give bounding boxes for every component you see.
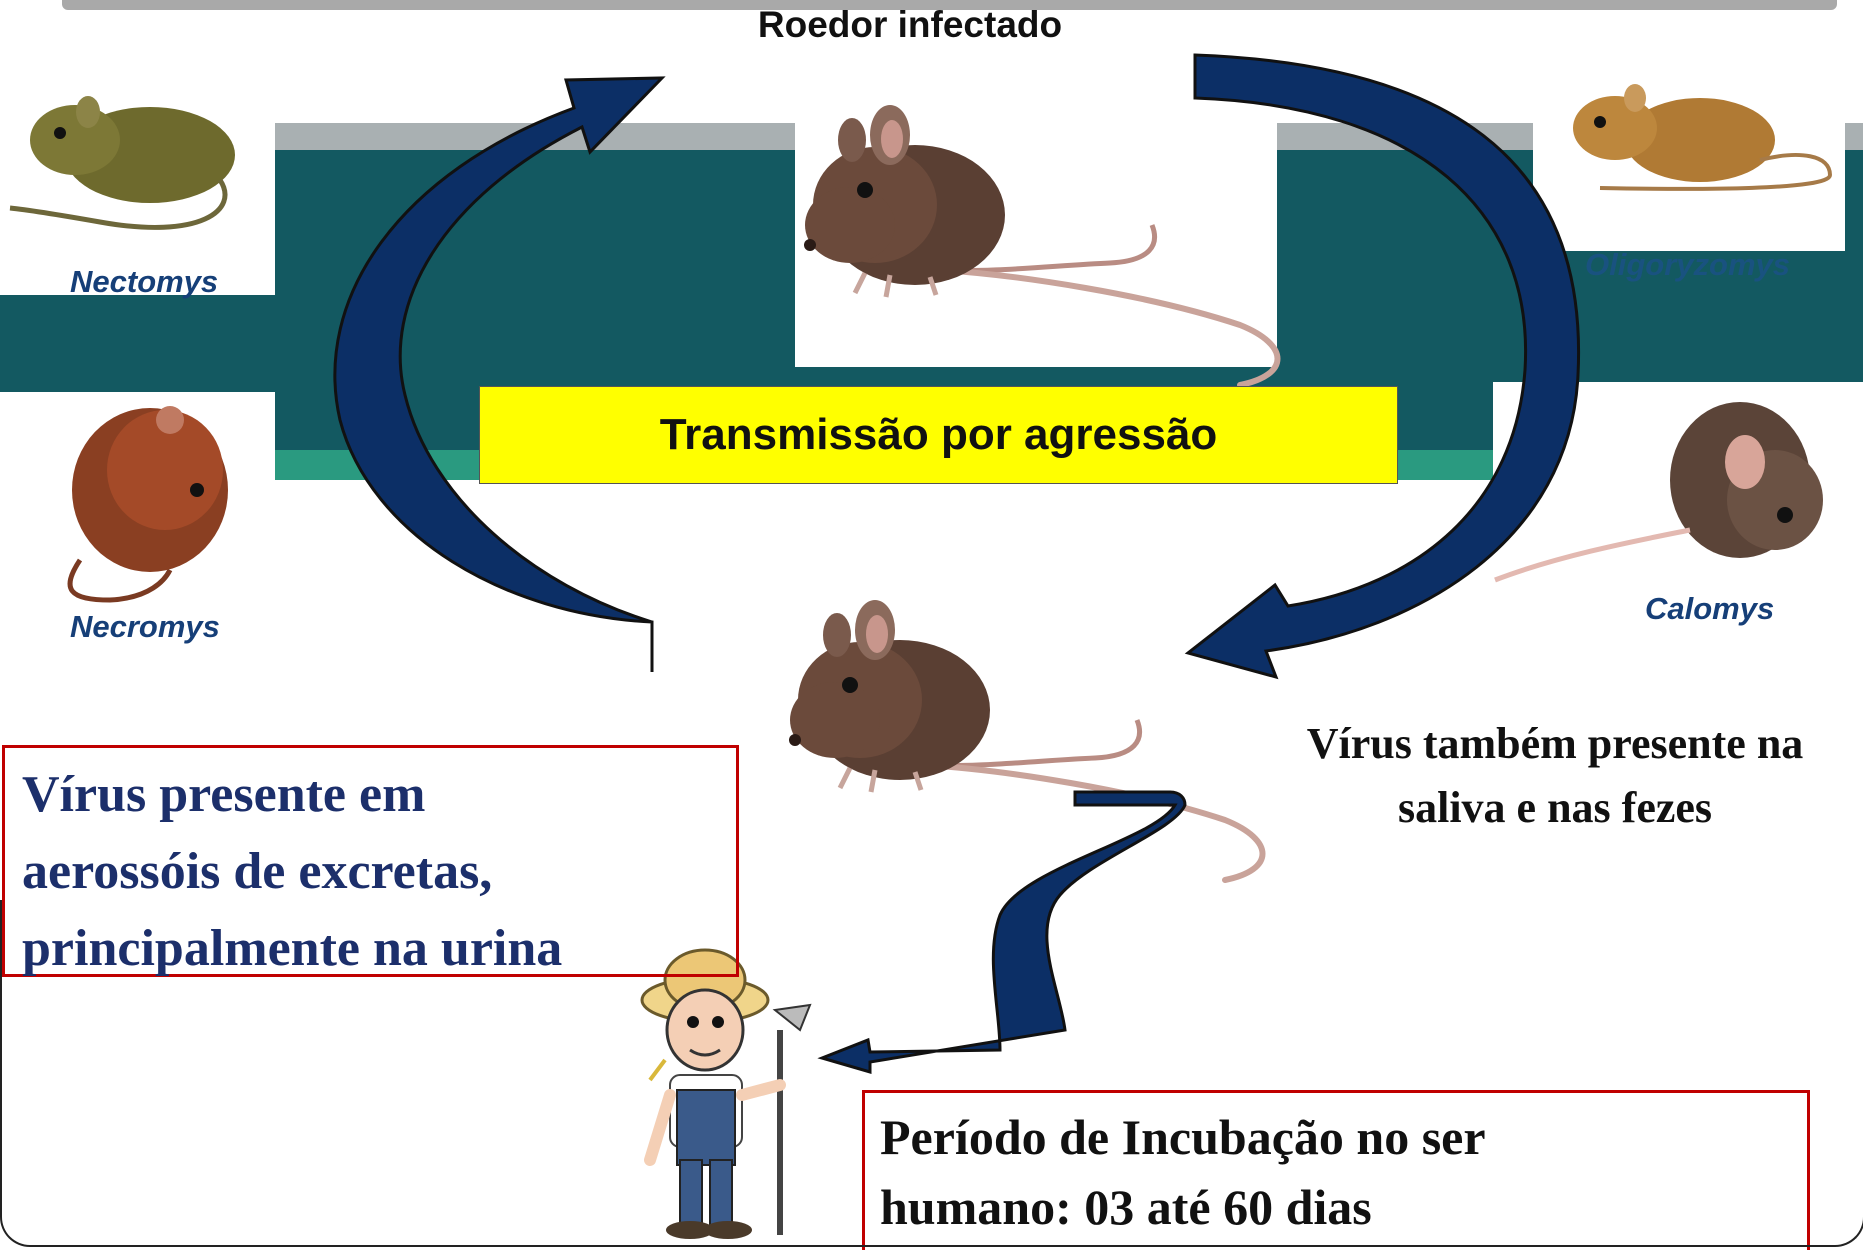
transmission-arrow-down bbox=[817, 790, 1187, 1074]
incubation-note: Período de Incubação no ser humano: 03 a… bbox=[880, 1102, 1780, 1242]
aerosol-note-line-3: principalmente na urina bbox=[22, 920, 563, 977]
species-label-necromys: Necromys bbox=[70, 609, 220, 644]
oligoryzomys-image bbox=[1573, 84, 1833, 191]
infected-rodent-image bbox=[804, 105, 1278, 385]
incubation-note-line-1: Período de Incubação no ser bbox=[880, 1109, 1486, 1165]
transmission-banner: Transmissão por agressão bbox=[479, 386, 1398, 484]
necromys-image bbox=[67, 406, 228, 603]
nectomys-image bbox=[9, 96, 235, 230]
farmer-figure bbox=[640, 948, 812, 1239]
calomys-image bbox=[1494, 402, 1823, 583]
aerosol-note-line-1: Vírus presente em bbox=[22, 766, 426, 823]
aerosol-note-line-2: aerossóis de excretas, bbox=[22, 843, 493, 900]
infected-rodent-title: Roedor infectado bbox=[757, 4, 1063, 45]
saliva-note-line-2: saliva e nas fezes bbox=[1397, 783, 1713, 832]
incubation-note-line-2: humano: 03 até 60 dias bbox=[880, 1179, 1372, 1235]
aerosol-note-box bbox=[2, 745, 739, 977]
incubation-note-box bbox=[862, 1090, 1810, 1250]
saliva-note-line-1: Vírus também presente na bbox=[1306, 719, 1804, 768]
rodent-image-lower bbox=[789, 600, 1263, 880]
species-label-oligoryzomys: Oligoryzomys bbox=[1585, 247, 1790, 282]
top-rule bbox=[62, 0, 1837, 10]
aerosol-note: Vírus presente em aerossóis de excretas,… bbox=[22, 756, 742, 987]
cycle-arrow-right bbox=[1184, 53, 1581, 680]
slide-frame-corner bbox=[0, 900, 1863, 1247]
species-label-calomys: Calomys bbox=[1645, 591, 1775, 626]
species-label-nectomys: Nectomys bbox=[70, 264, 219, 299]
saliva-note: Vírus também presente na saliva e nas fe… bbox=[1250, 712, 1860, 840]
cycle-arrow-left bbox=[333, 76, 666, 672]
